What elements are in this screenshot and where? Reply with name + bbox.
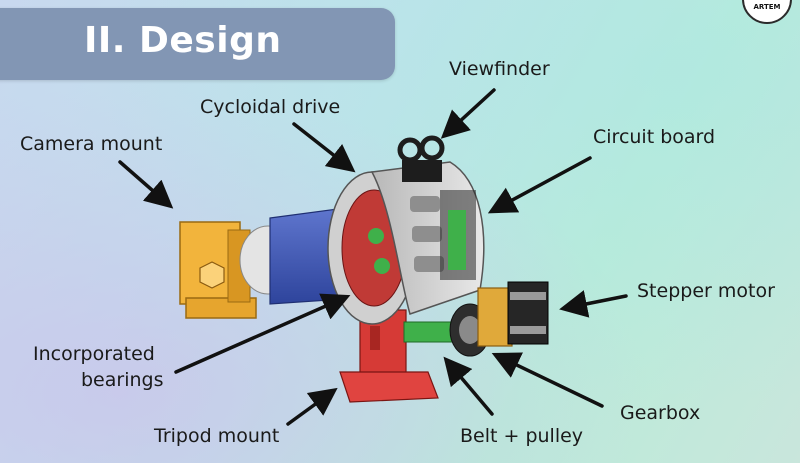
callout-arrows (118, 88, 628, 426)
label-incorporated-bearings-line2: bearings (81, 369, 164, 391)
label-incorporated-bearings-line1: Incorporated (33, 343, 155, 365)
label-camera-mount: Camera mount (20, 133, 163, 155)
label-stepper-motor: Stepper motor (637, 280, 775, 302)
housing-part (327, 161, 485, 325)
arrow-gearbox (491, 352, 604, 408)
slide-title: II. Design (84, 20, 282, 61)
arrow-belt-pulley (443, 356, 494, 416)
drivetrain-part (403, 281, 549, 357)
arrow-stepper-motor (559, 290, 628, 318)
label-viewfinder: Viewfinder (449, 58, 550, 80)
arrow-camera-mount (118, 160, 174, 209)
arrow-cycloidal-drive (292, 122, 356, 173)
label-circuit-board: Circuit board (593, 126, 716, 148)
arrow-incorporated-bearings (174, 293, 351, 374)
label-tripod-mount: Tripod mount (154, 425, 280, 447)
arrow-circuit-board (487, 156, 592, 214)
arrow-viewfinder (440, 88, 496, 139)
label-cycloidal-drive: Cycloidal drive (200, 96, 341, 118)
arrow-tripod-mount (286, 387, 338, 426)
viewfinder-part (397, 135, 445, 182)
logo-text: ARTEM (753, 3, 781, 11)
label-gearbox: Gearbox (620, 402, 701, 424)
label-belt-pulley: Belt + pulley (460, 425, 584, 447)
title-banner (0, 8, 395, 80)
